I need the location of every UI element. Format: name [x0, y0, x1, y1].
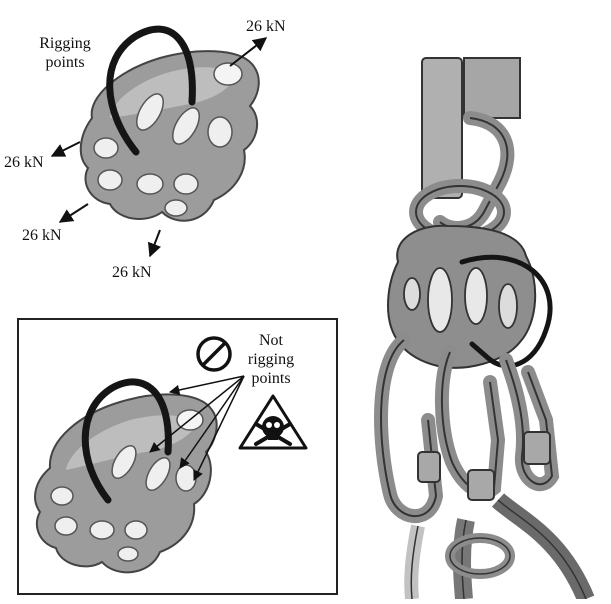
force-label-bottom: 26 kN	[112, 264, 152, 281]
force-label-left: 26 kN	[4, 154, 44, 171]
assembly-plate-hole	[403, 277, 421, 311]
lock-sleeve	[417, 451, 441, 483]
not-rigging-points-panel	[17, 318, 338, 595]
inset-plate-hole	[145, 457, 171, 491]
force-label-bottom-left: 26 kN	[22, 227, 62, 244]
skull-crossbones-warning-icon	[238, 394, 308, 450]
lock-sleeve	[467, 469, 495, 501]
inset-pointer-lines	[149, 375, 245, 481]
sling-loop	[106, 25, 196, 156]
rigging-plate-main	[79, 50, 260, 222]
inset-plate-hole	[89, 520, 115, 540]
force-label-top-right: 26 kN	[246, 18, 286, 35]
force-arrow-left	[50, 141, 81, 157]
force-arrow-top-right	[229, 37, 268, 67]
plate-hole	[213, 62, 243, 86]
plate-hole	[136, 93, 164, 131]
plate-hole	[172, 107, 200, 145]
plate-hole	[97, 169, 123, 191]
inset-plate-hole	[124, 520, 148, 540]
assembly-plate-hole	[427, 267, 453, 333]
force-arrows	[50, 37, 268, 258]
inset-plate-hole	[50, 486, 74, 506]
plate-hole	[93, 137, 119, 159]
plate-hole	[173, 173, 199, 195]
lock-sleeve	[523, 431, 551, 465]
rigging-points-label: Rigging points	[39, 35, 91, 71]
inset-plate-hole	[54, 516, 78, 536]
assembly-plate	[386, 224, 537, 369]
plate-hole	[164, 199, 188, 217]
inset-plate-hole	[117, 546, 139, 562]
force-arrow-bottom-left	[58, 203, 89, 223]
not-rigging-points-label: Not rigging points	[247, 332, 295, 387]
inset-plate-hole	[111, 445, 137, 479]
force-arrow-bottom	[147, 229, 162, 258]
rigging-assembly	[374, 57, 595, 603]
plate-hole	[136, 173, 164, 195]
inset-sling-loop	[81, 378, 172, 504]
assembly-plate-hole	[464, 267, 488, 325]
top-strap	[421, 57, 463, 199]
no-symbol-icon	[196, 336, 232, 372]
plate-hole	[207, 116, 233, 148]
top-anchor-block	[463, 57, 521, 119]
assembly-plate-hole	[498, 283, 518, 329]
